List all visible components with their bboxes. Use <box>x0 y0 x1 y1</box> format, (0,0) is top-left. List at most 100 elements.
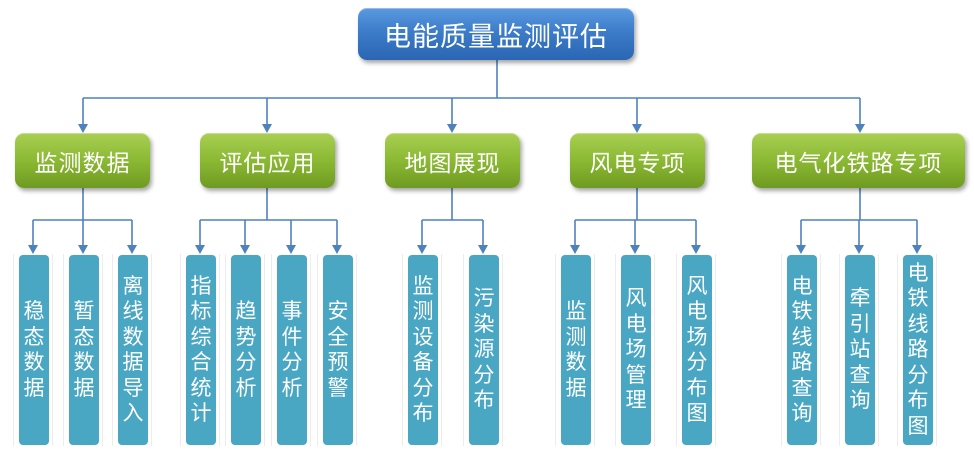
leaf-char: 线 <box>122 299 144 323</box>
leaf-char: 设 <box>412 324 434 349</box>
leaf-node[interactable]: 指标综合统计 <box>186 255 216 445</box>
leaf-char: 铁 <box>907 286 929 311</box>
leaf-char: 图 <box>686 401 708 425</box>
arrow-head-icon <box>630 245 640 254</box>
leaf-node[interactable]: 风电场管理 <box>621 255 651 445</box>
leaf-char: 分 <box>686 350 708 374</box>
arrow-head-icon <box>332 245 342 254</box>
leaf-char: 据 <box>23 375 45 400</box>
leaf-char: 电 <box>625 311 647 336</box>
leaf-char: 理 <box>625 388 647 413</box>
arrow-head-icon <box>854 245 864 254</box>
leaf-char: 据 <box>73 375 95 400</box>
leaf-node-frame: 污染源分布 <box>463 254 503 446</box>
leaf-char: 线 <box>907 311 929 336</box>
leaf-node-frame: 事件分析 <box>271 254 311 446</box>
leaf-char: 询 <box>849 388 871 413</box>
leaf-char: 管 <box>625 362 647 387</box>
leaf-char: 势 <box>235 324 257 349</box>
leaf-char: 路 <box>791 350 813 374</box>
arrow-head-icon <box>195 245 205 254</box>
leaf-char: 电 <box>791 273 813 298</box>
leaf-char: 离 <box>122 273 144 298</box>
leaf-node[interactable]: 电铁线路分布图 <box>903 255 933 445</box>
leaf-char: 趋 <box>235 299 257 323</box>
leaf-char: 件 <box>281 324 303 349</box>
leaf-node[interactable]: 事件分析 <box>277 255 307 445</box>
arrow-head-icon <box>78 124 88 133</box>
leaf-node-frame: 趋势分析 <box>225 254 265 446</box>
leaf-char: 分 <box>281 350 303 374</box>
leaf-node-frame: 指标综合统计 <box>180 254 220 446</box>
leaf-node[interactable]: 监测数据 <box>561 255 591 445</box>
leaf-char: 析 <box>235 375 257 400</box>
arrow-head-icon <box>28 245 38 254</box>
arrow-head-icon <box>691 245 701 254</box>
arrow-head-icon <box>78 245 88 254</box>
category-wind-power[interactable]: 风电专项 <box>570 133 705 188</box>
leaf-node[interactable]: 稳态数据 <box>19 255 49 445</box>
leaf-node-frame: 风电场分布图 <box>676 254 716 446</box>
leaf-char: 分 <box>473 362 495 387</box>
leaf-node[interactable]: 离线数据导入 <box>118 255 148 445</box>
leaf-char: 查 <box>791 375 813 400</box>
arrow-head-icon <box>127 245 137 254</box>
arrow-head-icon <box>240 245 250 254</box>
leaf-node-frame: 牵引站查询 <box>839 254 879 446</box>
leaf-node[interactable]: 牵引站查询 <box>845 255 875 445</box>
leaf-char: 布 <box>686 375 708 400</box>
leaf-char: 指 <box>190 273 212 298</box>
category-monitoring-data[interactable]: 监测数据 <box>15 133 150 188</box>
leaf-node[interactable]: 电铁线路查询 <box>787 255 817 445</box>
leaf-node-frame: 监测数据 <box>555 254 595 446</box>
leaf-node[interactable]: 暂态数据 <box>69 255 99 445</box>
leaf-char: 询 <box>791 401 813 425</box>
leaf-char: 据 <box>122 350 144 374</box>
leaf-node[interactable]: 风电场分布图 <box>682 255 712 445</box>
leaf-char: 数 <box>565 350 587 374</box>
root-node[interactable]: 电能质量监测评估 <box>358 8 634 60</box>
arrow-head-icon <box>478 245 488 254</box>
leaf-char: 图 <box>907 413 929 438</box>
leaf-node[interactable]: 污染源分布 <box>469 255 499 445</box>
leaf-node[interactable]: 监测设备分布 <box>408 255 438 445</box>
leaf-char: 布 <box>412 401 434 425</box>
arrow-head-icon <box>796 245 806 254</box>
arrow-head-icon <box>447 124 457 133</box>
leaf-char: 分 <box>907 362 929 387</box>
leaf-node-frame: 风电场管理 <box>615 254 655 446</box>
leaf-char: 数 <box>122 324 144 349</box>
arrow-head-icon <box>632 124 642 133</box>
leaf-char: 分 <box>412 375 434 400</box>
leaf-char: 风 <box>686 273 708 298</box>
leaf-node[interactable]: 趋势分析 <box>231 255 261 445</box>
leaf-char: 场 <box>625 337 647 362</box>
leaf-node-frame: 稳态数据 <box>13 254 53 446</box>
leaf-char: 全 <box>327 324 349 349</box>
category-assessment-application[interactable]: 评估应用 <box>200 133 335 188</box>
leaf-char: 态 <box>73 324 95 349</box>
arrow-head-icon <box>912 245 922 254</box>
arrow-head-icon <box>570 245 580 254</box>
leaf-char: 警 <box>327 375 349 400</box>
leaf-char: 布 <box>473 388 495 413</box>
leaf-node-frame: 电铁线路查询 <box>781 254 821 446</box>
leaf-char: 标 <box>190 299 212 323</box>
leaf-char: 态 <box>23 324 45 349</box>
leaf-char: 安 <box>327 299 349 323</box>
category-map-display[interactable]: 地图展现 <box>385 133 520 188</box>
leaf-node-frame: 离线数据导入 <box>112 254 152 446</box>
leaf-char: 综 <box>190 324 212 349</box>
leaf-char: 暂 <box>73 299 95 323</box>
leaf-char: 导 <box>122 375 144 400</box>
leaf-char: 统 <box>190 375 212 400</box>
category-electrified-railway[interactable]: 电气化铁路专项 <box>752 133 965 188</box>
leaf-char: 风 <box>625 286 647 311</box>
leaf-node[interactable]: 安全预警 <box>323 255 353 445</box>
leaf-char: 监 <box>412 273 434 298</box>
leaf-char: 备 <box>412 350 434 374</box>
arrow-head-icon <box>262 124 272 133</box>
leaf-char: 引 <box>849 311 871 336</box>
leaf-node-frame: 安全预警 <box>317 254 357 446</box>
